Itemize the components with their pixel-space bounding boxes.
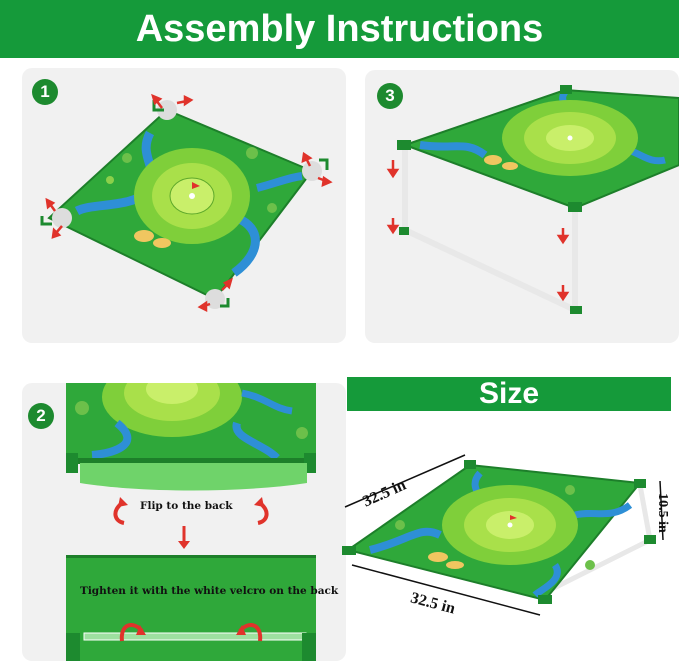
step-3-badge: 3: [377, 83, 403, 109]
stretch-arrows: [45, 93, 333, 313]
tree-icon: [122, 153, 132, 163]
sand-trap: [502, 162, 518, 170]
step-2-badge: 2: [28, 403, 54, 429]
tighten-arrow-right: [236, 625, 246, 635]
water-hazard: [369, 527, 442, 554]
sand-trap: [484, 155, 502, 165]
dimension-line-bottom: [351, 564, 541, 616]
corner-clip: [319, 158, 329, 170]
corner-connector: [66, 453, 78, 473]
target-hole: [567, 135, 573, 141]
corner-clip: [40, 216, 52, 226]
tree-icon: [75, 401, 89, 415]
frame-bar: [538, 537, 652, 598]
corner-connector: [52, 208, 72, 228]
corner-connector: [397, 140, 411, 150]
tighten-arrow-left: [136, 625, 146, 635]
velcro-strip: [83, 632, 307, 641]
corner-connector: [560, 85, 572, 94]
sand-trap: [446, 561, 464, 569]
step-2-panel: 2 Flip to the back Tighte: [22, 383, 346, 661]
frame-edge: [66, 458, 316, 464]
assembly-title-banner: Assembly Instructions: [0, 0, 679, 58]
height-label: 10.5 in: [654, 493, 670, 533]
step-1-panel: 1: [22, 68, 346, 343]
step-3-panel: 3: [365, 70, 679, 343]
corner-connector: [464, 460, 476, 469]
mat-back: [66, 555, 316, 661]
sand-trap: [153, 238, 171, 248]
water-hazard: [232, 421, 280, 462]
water-hazard: [231, 213, 260, 277]
water-hazard: [91, 419, 132, 459]
tree-icon: [585, 560, 595, 570]
tree-icon: [565, 485, 575, 495]
flag-icon: [510, 515, 517, 525]
tree-icon: [106, 176, 114, 184]
size-title: Size: [478, 377, 540, 410]
size-illustration: 32.5 in 32.5 in 10.5 in: [340, 415, 679, 661]
water-hazard: [532, 563, 561, 598]
water-hazard: [256, 172, 303, 192]
corner-connector: [302, 161, 322, 181]
leg-foot: [644, 535, 656, 544]
flip-caption: Flip to the back: [140, 500, 233, 512]
water-hazard: [574, 502, 633, 519]
sand-trap: [428, 552, 448, 562]
corner-connector: [302, 633, 316, 661]
tree-icon: [246, 147, 258, 159]
next-step-arrow: [178, 541, 190, 549]
tree-icon: [267, 203, 277, 213]
step-1-illustration: [40, 93, 333, 313]
frame-leg: [637, 484, 653, 541]
fabric-flap: [80, 463, 307, 491]
flag-icon: [192, 182, 200, 196]
page-title: Assembly Instructions: [135, 7, 544, 50]
corner-connector: [66, 633, 80, 661]
tree-icon: [296, 427, 308, 439]
size-banner: Size: [347, 377, 671, 411]
corner-connector: [157, 100, 177, 120]
step-3-illustration: [386, 85, 679, 314]
target-ring-inner: [146, 383, 198, 404]
dimension-line-top: [344, 454, 466, 508]
sand-trap: [134, 230, 154, 242]
corner-connector: [634, 479, 646, 488]
insert-leg-arrows: [386, 160, 570, 302]
corner-connector: [342, 546, 356, 555]
step-1-badge: 1: [32, 79, 58, 105]
dimension-line-height: [659, 480, 664, 541]
leg-foot: [399, 227, 409, 235]
flip-arrow-left: [118, 497, 128, 507]
step-2-illustration: [66, 383, 316, 661]
corner-connector: [538, 595, 552, 604]
corner-clip: [220, 298, 230, 308]
leg-foot: [570, 306, 582, 314]
flip-arrow-right: [254, 497, 264, 507]
size-diagram: [342, 454, 664, 616]
corner-connector: [568, 202, 582, 212]
frame-edge: [66, 555, 316, 558]
frame-bar: [403, 227, 577, 313]
tree-icon: [395, 520, 405, 530]
water-hazard: [241, 389, 293, 415]
velcro-caption: Tighten it with the white velcro on the …: [80, 585, 339, 597]
water-hazard: [419, 141, 488, 159]
